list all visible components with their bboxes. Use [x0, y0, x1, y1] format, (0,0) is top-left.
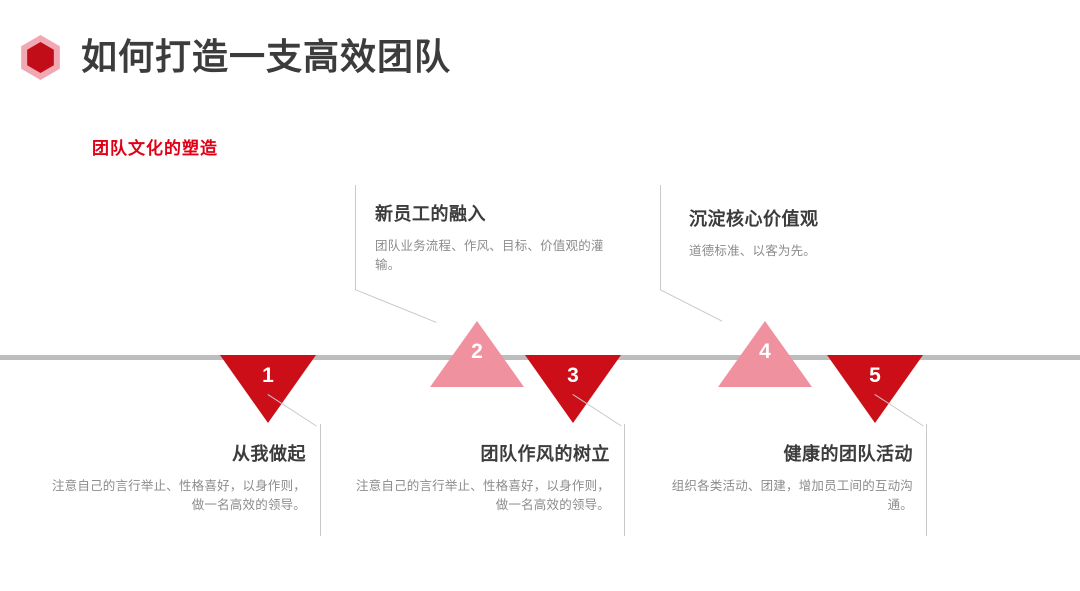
page-title: 如何打造一支高效团队 [81, 36, 452, 77]
timeline-marker-3[interactable]: 3 [525, 355, 621, 423]
step-block-3: 团队作风的树立 注意自己的言行举止、性格喜好，以身作则，做一名高效的领导。 [352, 440, 610, 515]
step-body-4: 道德标准、以客为先。 [689, 244, 817, 258]
connector-diagonal-4 [659, 289, 723, 322]
connector-vertical-3 [624, 424, 625, 536]
step-block-4: 沉淀核心价值观 道德标准、以客为先。 [689, 205, 924, 261]
step-block-1: 从我做起 注意自己的言行举止、性格喜好，以身作则，做一名高效的领导。 [48, 440, 306, 515]
connector-vertical-5 [926, 424, 927, 536]
timeline-marker-5[interactable]: 5 [827, 355, 923, 423]
timeline-marker-3-number: 3 [567, 364, 579, 387]
connector-vertical-4 [660, 185, 661, 289]
step-title-2: 新员工的融入 [375, 204, 486, 224]
step-body-5: 组织各类活动、团建，增加员工间的互动沟通。 [671, 479, 913, 512]
step-title-1: 从我做起 [232, 444, 306, 464]
step-block-2: 新员工的融入 团队业务流程、作风、目标、价值观的灌输。 [375, 200, 610, 275]
timeline-marker-2-number: 2 [471, 340, 483, 363]
timeline-marker-1-number: 1 [262, 364, 274, 387]
step-body-1: 注意自己的言行举止、性格喜好，以身作则，做一名高效的领导。 [51, 479, 306, 512]
timeline-marker-1[interactable]: 1 [220, 355, 316, 423]
timeline-marker-4[interactable]: 4 [718, 321, 812, 387]
step-body-3: 注意自己的言行举止、性格喜好，以身作则，做一名高效的领导。 [355, 479, 610, 512]
connector-diagonal-2 [354, 289, 437, 323]
timeline-marker-2[interactable]: 2 [430, 321, 524, 387]
connector-vertical-1 [320, 424, 321, 536]
section-label: 团队文化的塑造 [92, 139, 218, 158]
step-block-5: 健康的团队活动 组织各类活动、团建，增加员工间的互动沟通。 [655, 440, 913, 515]
timeline-marker-5-number: 5 [869, 364, 881, 387]
step-title-5: 健康的团队活动 [783, 444, 913, 464]
step-body-2: 团队业务流程、作风、目标、价值观的灌输。 [375, 239, 604, 272]
step-title-4: 沉淀核心价值观 [689, 209, 819, 229]
hexagon-icon [18, 35, 63, 80]
step-title-3: 团队作风的树立 [480, 444, 610, 464]
timeline-marker-4-number: 4 [759, 340, 771, 363]
connector-vertical-2 [355, 185, 356, 289]
